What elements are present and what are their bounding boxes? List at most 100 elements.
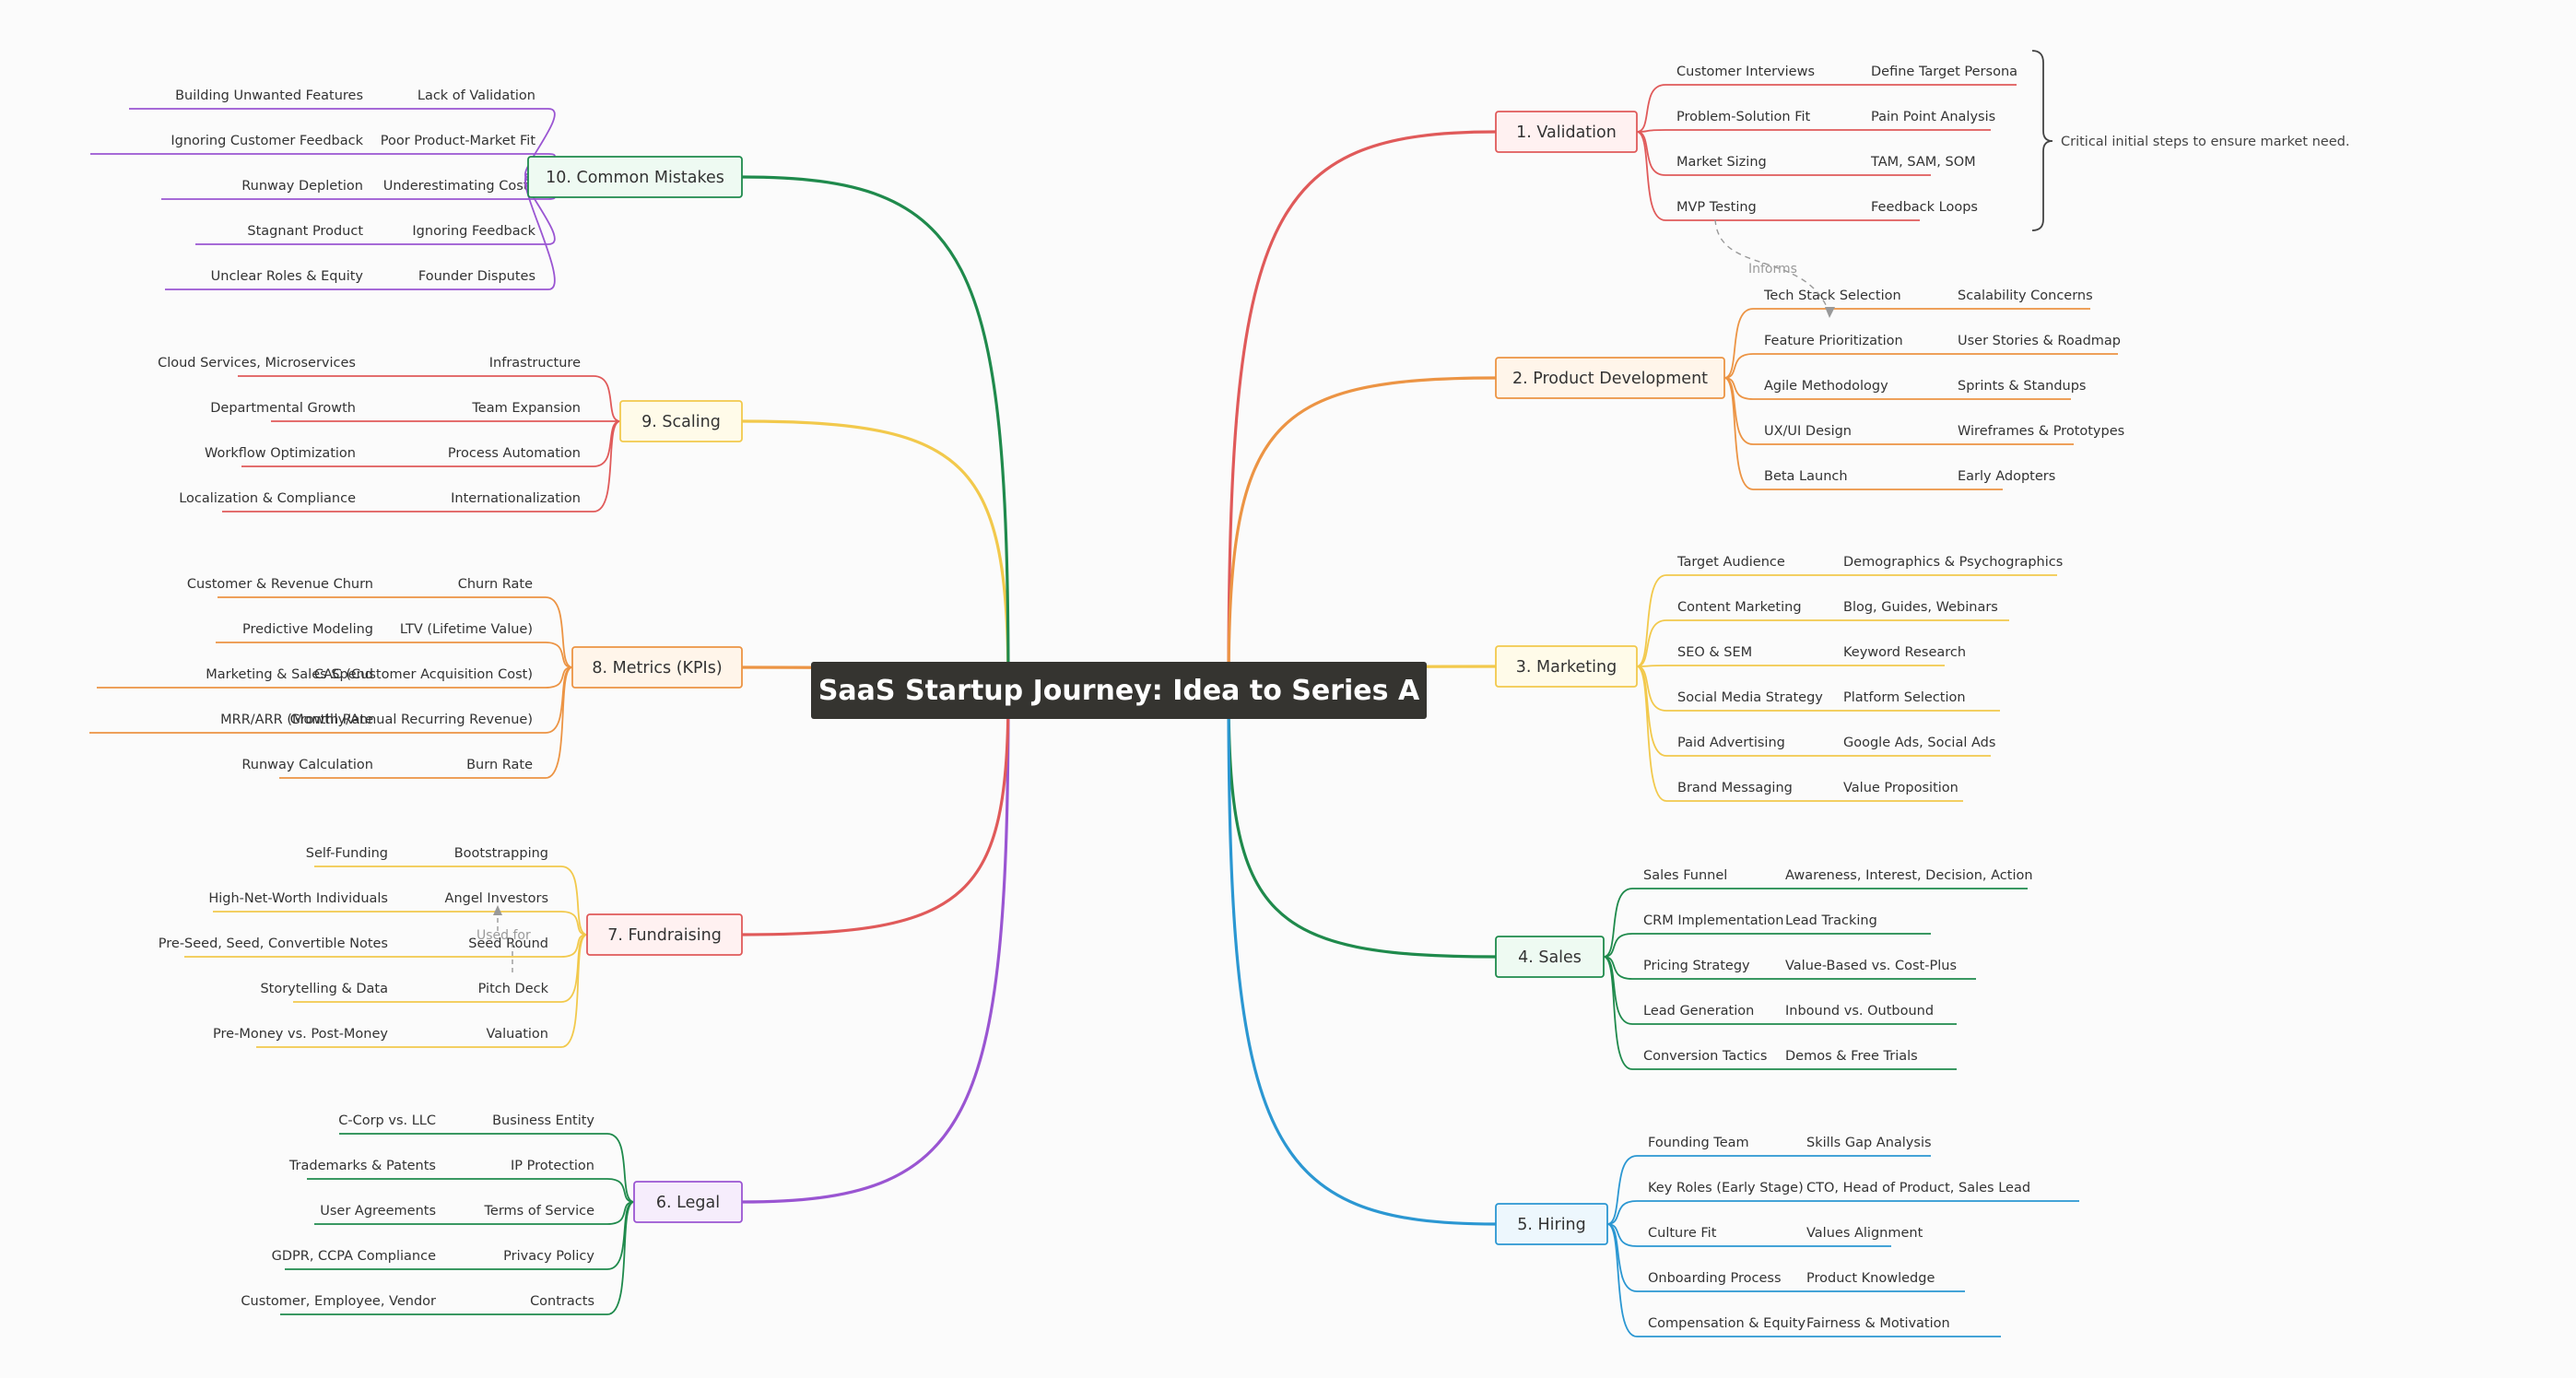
branch-label: 8. Metrics (KPIs) [592,659,722,677]
leaf-label: Founding Team [1648,1136,1749,1150]
leaf-label: Team Expansion [471,401,581,416]
leaf-sublabel: Scalability Concerns [1958,289,2093,303]
leaf-label: Contracts [530,1294,594,1309]
leaf-label: Poor Product-Market Fit [381,134,536,148]
leaf-customer-interviews[interactable]: Customer Interviews Define Target Persona [1636,65,2017,133]
leaf-sublabel: Keyword Research [1843,645,1966,660]
leaf-label: Infrastructure [489,356,581,371]
leaf-sublabel: User Agreements [320,1204,436,1219]
branch-node-3-marketing[interactable]: 3. Marketing [1495,645,1638,688]
branch-node-8-metrics-kpis[interactable]: 8. Metrics (KPIs) [571,646,743,689]
leaf-label: Customer Interviews [1676,65,1815,79]
leaf-label: Target Audience [1676,555,1785,570]
leaf-sublabel: Self-Funding [306,846,388,861]
leaf-feature-prioritization[interactable]: Feature Prioritization User Stories & Roa… [1723,334,2121,379]
leaf-label: Lack of Validation [418,88,535,103]
leaf-label: UX/UI Design [1764,424,1852,439]
leaf-seo-sem[interactable]: SEO & SEM Keyword Research [1636,645,1966,667]
branch-label: 9. Scaling [641,413,721,431]
connector-7-fundraising [741,689,1010,936]
branch-node-4-sales[interactable]: 4. Sales [1495,936,1605,978]
branch-node-1-validation[interactable]: 1. Validation [1495,111,1638,153]
leaf-sublabel: Values Alignment [1806,1226,1923,1241]
leaf-label: Problem-Solution Fit [1676,110,1811,124]
leaf-terms-of-service[interactable]: Terms of Service User Agreements [314,1201,635,1225]
leaf-bootstrapping[interactable]: Bootstrapping Self-Funding [306,846,588,936]
branch-node-10-common-mistakes[interactable]: 10. Common Mistakes [527,156,743,198]
leaf-label: Lead Generation [1643,1004,1754,1019]
leaf-sublabel: Localization & Compliance [179,491,356,506]
leaf-label: Founder Disputes [418,269,535,284]
leaf-sublabel: Value-Based vs. Cost-Plus [1785,959,1957,973]
leaf-sublabel: C-Corp vs. LLC [338,1113,436,1128]
branch-node-5-hiring[interactable]: 5. Hiring [1495,1203,1608,1245]
summary-bracket: Critical initial steps to ensure market … [2031,50,2349,231]
leaf-label: Internationalization [451,491,581,506]
leaf-sublabel: Pre-Money vs. Post-Money [213,1027,388,1042]
branch-nodes: 1. Validation 2. Product Development 3. Ma… [527,111,1725,1245]
leaf-label: Terms of Service [484,1204,595,1219]
leaf-label: SEO & SEM [1677,645,1752,660]
leaf-lack-of-validation[interactable]: Lack of Validation Building Unwanted Feat… [129,88,556,178]
leaf-label: Bootstrapping [454,846,548,861]
leaf-sublabel: Building Unwanted Features [175,88,363,103]
leaf-label: Paid Advertising [1677,736,1785,750]
leaf-sublabel: High-Net-Worth Individuals [208,891,388,906]
leaf-sublabel: Define Target Persona [1871,65,2017,79]
leaf-ltv-lifetime-value[interactable]: LTV (Lifetime Value)Predictive Modeling [216,622,573,668]
leaf-sublabel: Demos & Free Trials [1785,1049,1918,1064]
leaf-label: Feature Prioritization [1764,334,1903,348]
branch-node-2-product-development[interactable]: 2. Product Development [1495,357,1725,399]
leaf-label: Content Marketing [1677,600,1802,615]
leaf-key-roles-early-stage[interactable]: Key Roles (Early Stage)CTO, Head of Prod… [1606,1181,2079,1225]
leaf-label: Seed Round [468,936,548,951]
branch-node-7-fundraising[interactable]: 7. Fundraising [586,913,743,956]
leaf-cac-customer-acquisition-cost[interactable]: CAC (Customer Acquisition Cost)Marketing… [97,666,573,689]
leaf-label: Privacy Policy [503,1249,594,1264]
leaf-mrr-arr-monthly-annual-recurring-revenue[interactable]: MRR/ARR (Monthly/Annual Recurring Revenu… [89,666,573,734]
branch-node-6-legal[interactable]: 6. Legal [633,1181,743,1223]
relation-informs: Informs [1714,218,1835,318]
leaf-label: Agile Methodology [1764,379,1888,394]
branch-node-9-scaling[interactable]: 9. Scaling [619,400,743,442]
leaf-sublabel: Customer & Revenue Churn [187,577,373,592]
root-node[interactable]: SaaS Startup Journey: Idea to Series A [811,662,1427,719]
leaf-internationalization[interactable]: Internationalization Localization & Compl… [179,420,621,512]
leaf-sublabel: User Stories & Roadmap [1958,334,2121,348]
